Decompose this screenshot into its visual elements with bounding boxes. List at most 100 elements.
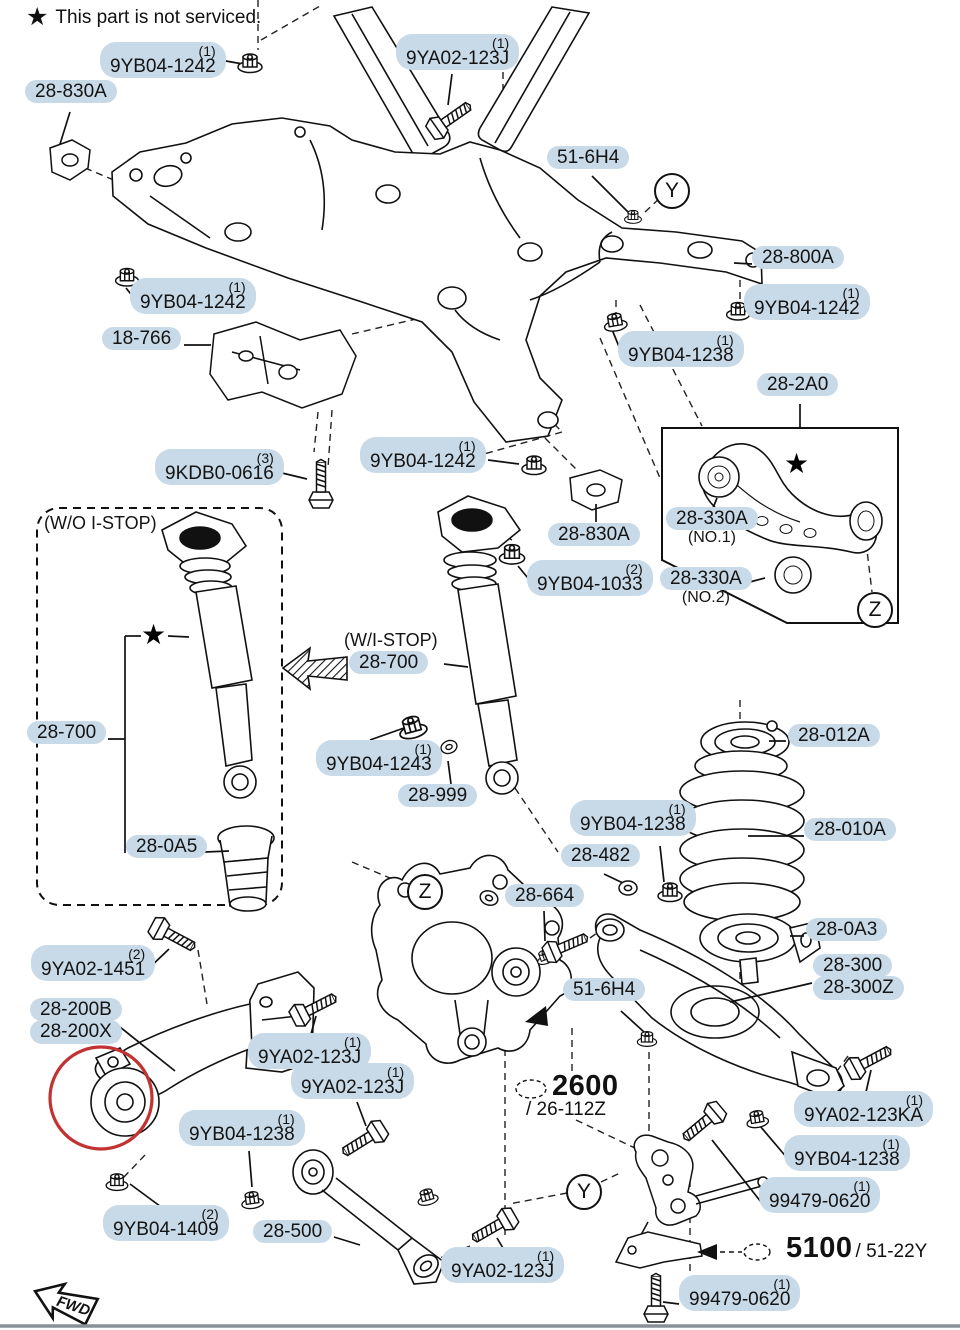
quantity-badge: (1): [492, 35, 510, 51]
istop-equivalence-arrow: [281, 646, 348, 691]
part-number-pill[interactable]: (1)9YB04-1238: [570, 800, 696, 837]
part-number-pill[interactable]: 28-012A: [788, 724, 880, 748]
part-label-28-664[interactable]: 28-664: [505, 884, 585, 908]
part-label-9yb04-1409[interactable]: (2)9YB04-1409: [103, 1205, 229, 1242]
part-number-pill[interactable]: 28-664: [505, 884, 585, 908]
part-label-28-999[interactable]: 28-999: [398, 784, 478, 808]
part-label-9ya02-123j[interactable]: (1)9YA02-123J: [396, 34, 520, 71]
part-label-9ya02-123j[interactable]: (1)9YA02-123J: [291, 1063, 415, 1100]
part-number-pill[interactable]: 28-010A: [804, 818, 896, 842]
quantity-badge: (1): [716, 332, 734, 348]
part-label-9yb04-1033[interactable]: (2)9YB04-1033: [527, 560, 653, 597]
quantity-badge: (2): [128, 946, 146, 962]
part-number-pill[interactable]: (3)9KDB0-0616: [155, 449, 284, 486]
part-number-pill[interactable]: (1)9YB04-1242: [130, 278, 256, 315]
part-number-pill[interactable]: (1)9YA02-123J: [441, 1247, 565, 1284]
part-label-28-330a[interactable]: 28-330A(NO.2): [660, 567, 752, 607]
part-number-pill[interactable]: 28-200B: [30, 998, 122, 1022]
part-number-pill[interactable]: (2)9YB04-1033: [527, 560, 653, 597]
part-label-51-6h4[interactable]: 51-6H4: [563, 978, 646, 1002]
assembly-ref-5100[interactable]: 5100 / 51-22Y: [786, 1232, 927, 1265]
part-number-pill[interactable]: (1)9YB04-1242: [100, 42, 226, 79]
quantity-badge: (1): [387, 1064, 405, 1080]
part-number-pill[interactable]: 28-300: [813, 954, 893, 978]
part-label-99479-0620[interactable]: (1)99479-0620: [679, 1275, 801, 1312]
part-number-pill[interactable]: 28-830A: [25, 80, 117, 104]
part-label-9yb04-1242[interactable]: (1)9YB04-1242: [130, 278, 256, 315]
part-label-9yb04-1242[interactable]: (1)9YB04-1242: [100, 42, 226, 79]
part-label-28-700[interactable]: 28-700: [27, 721, 107, 745]
part-label-28-0a5[interactable]: 28-0A5: [126, 835, 208, 859]
part-label-18-766[interactable]: 18-766: [102, 327, 182, 351]
part-label-28-830a[interactable]: 28-830A: [548, 523, 640, 547]
part-number-pill[interactable]: 28-999: [398, 784, 478, 808]
part-number-pill[interactable]: 18-766: [102, 327, 182, 351]
part-number-pill[interactable]: (2)9YB04-1409: [103, 1205, 229, 1242]
part-label-9yb04-1238[interactable]: (1)9YB04-1238: [784, 1135, 910, 1172]
part-number-pill[interactable]: (1)9YB04-1238: [784, 1135, 910, 1172]
part-label-9ya02-1451[interactable]: (2)9YA02-1451: [31, 945, 156, 982]
part-number-pill[interactable]: (1)9YA02-123J: [396, 34, 520, 71]
part-position-note: (NO.2): [681, 589, 730, 607]
pointer-arrowhead-5100: [697, 1244, 717, 1260]
part-number-pill[interactable]: 28-2A0: [757, 373, 839, 397]
part-label-9yb04-1242[interactable]: (1)9YB04-1242: [360, 437, 486, 474]
part-number-pill[interactable]: 28-830A: [548, 523, 640, 547]
part-label-28-830a[interactable]: 28-830A: [25, 80, 117, 104]
rear-subframe-drawing: [111, 6, 763, 443]
star-icon: ★: [26, 3, 49, 31]
part-label-9ya02-123ka[interactable]: (1)9YA02-123KA: [794, 1091, 934, 1128]
part-number-pill[interactable]: (1)9YB04-1238: [179, 1110, 305, 1147]
part-label-9yb04-1243[interactable]: (1)9YB04-1243: [316, 740, 442, 777]
part-number-pill[interactable]: (1)99479-0620: [679, 1275, 801, 1312]
part-number-pill[interactable]: 28-700: [27, 721, 107, 745]
part-number-pill[interactable]: (1)9YB04-1242: [744, 284, 870, 321]
part-number-pill[interactable]: 28-300Z: [813, 976, 904, 1000]
part-label-28-010a[interactable]: 28-010A: [804, 818, 896, 842]
not-serviced-star-icon: ★: [141, 619, 167, 650]
part-number-pill[interactable]: 28-700: [349, 651, 429, 675]
part-label-28-700[interactable]: (W/I-STOP)28-700: [342, 630, 438, 675]
part-number-pill[interactable]: 28-330A: [666, 507, 758, 531]
part-number-pill[interactable]: (1)9YB04-1238: [618, 331, 744, 368]
part-number-pill[interactable]: (1)9YB04-1242: [360, 437, 486, 474]
part-label-28-482[interactable]: 28-482: [561, 844, 641, 868]
part-number-pill[interactable]: 28-800A: [752, 246, 844, 270]
part-label-9yb04-1238[interactable]: (1)9YB04-1238: [618, 331, 744, 368]
part-number-pill[interactable]: 28-0A3: [806, 918, 888, 942]
part-label-28-330a[interactable]: 28-330A(NO.1): [666, 507, 758, 547]
part-label-28-0a3[interactable]: 28-0A3: [806, 918, 888, 942]
quantity-badge: (1): [668, 801, 686, 817]
part-number-pill[interactable]: (1)9YB04-1243: [316, 740, 442, 777]
part-label-9ya02-123j[interactable]: (1)9YA02-123J: [441, 1247, 565, 1284]
assembly-ref-2600[interactable]: 2600 / 26-112Z: [526, 1070, 619, 1121]
part-number-pill[interactable]: (2)9YA02-1451: [31, 945, 156, 982]
part-label-9kdb0-0616[interactable]: (3)9KDB0-0616: [155, 449, 284, 486]
pointer-arrowhead-knuckle: [525, 1006, 548, 1026]
part-number-pill[interactable]: 51-6H4: [547, 146, 630, 170]
not-serviced-star-icon: ★: [784, 448, 810, 479]
part-number-pill[interactable]: 28-482: [561, 844, 641, 868]
part-label-9yb04-1242[interactable]: (1)9YB04-1242: [744, 284, 870, 321]
part-label-28-2a0[interactable]: 28-2A0: [757, 373, 839, 397]
part-number-pill[interactable]: 28-330A: [660, 567, 752, 591]
part-label-28-012a[interactable]: 28-012A: [788, 724, 880, 748]
part-label-28-800a[interactable]: 28-800A: [752, 246, 844, 270]
shock-absorber-wi-istop: [437, 495, 522, 795]
part-label-9yb04-1238[interactable]: (1)9YB04-1238: [570, 800, 696, 837]
part-number-pill[interactable]: 28-0A5: [126, 835, 208, 859]
part-number-pill[interactable]: (1)9YA02-123KA: [794, 1091, 934, 1128]
part-label-51-6h4[interactable]: 51-6H4: [547, 146, 630, 170]
part-number-pill[interactable]: 28-200X: [30, 1020, 122, 1044]
part-number-pill[interactable]: (1)99479-0620: [759, 1177, 881, 1214]
part-number-pill[interactable]: (1)9YA02-123J: [291, 1063, 415, 1100]
part-label-9yb04-1238[interactable]: (1)9YB04-1238: [179, 1110, 305, 1147]
part-label-28-500[interactable]: 28-500: [253, 1220, 333, 1244]
part-label-99479-0620[interactable]: (1)99479-0620: [759, 1177, 881, 1214]
part-position-note: (NO.1): [687, 529, 736, 547]
part-number-pill[interactable]: 51-6H4: [563, 978, 646, 1002]
part-number-pill[interactable]: 28-500: [253, 1220, 333, 1244]
